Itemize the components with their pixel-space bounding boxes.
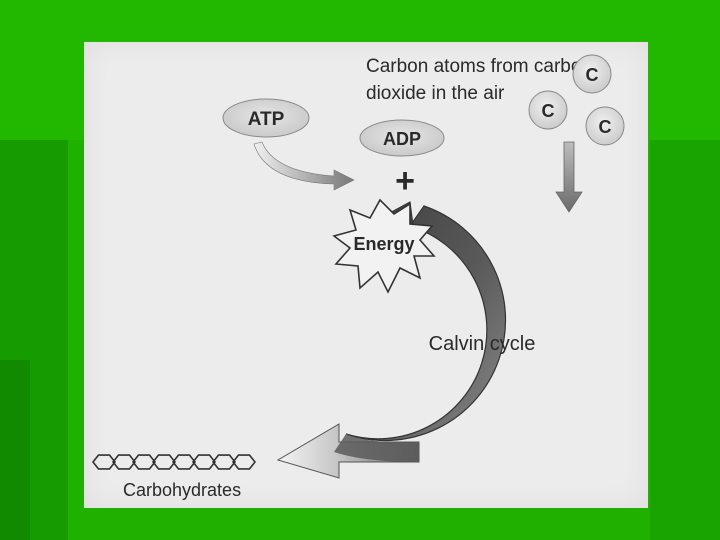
hexagon-unit <box>153 455 175 469</box>
hexagon-unit <box>113 455 135 469</box>
calvin-cycle-label: Calvin cycle <box>429 333 536 355</box>
background-band-left-lower <box>0 360 30 540</box>
adp-pill: ADP <box>360 120 444 156</box>
background-band-right <box>650 140 720 540</box>
hexagon-unit <box>193 455 215 469</box>
hexagon-unit <box>233 455 255 469</box>
atp-pill: ATP <box>223 99 309 137</box>
energy-label: Energy <box>353 234 414 254</box>
hexagon-unit <box>173 455 195 469</box>
carbon-atom-label: C <box>542 101 555 121</box>
carbon-atom-label: C <box>586 65 599 85</box>
carbon-atom-2: C <box>529 91 567 129</box>
carbon-atom-1: C <box>573 55 611 93</box>
co2-arrow <box>556 142 582 212</box>
hexagon-unit <box>213 455 235 469</box>
atp-arrow <box>254 142 354 190</box>
co2-caption-line1: Carbon atoms from carbon <box>366 56 592 77</box>
carbon-atom-label: C <box>599 117 612 137</box>
adp-label: ADP <box>383 129 421 149</box>
carbohydrate-chain-icon <box>93 455 255 469</box>
hexagon-unit <box>93 455 115 469</box>
hexagon-unit <box>133 455 155 469</box>
atp-label: ATP <box>248 109 285 130</box>
plus-sign: + <box>395 162 415 200</box>
diagram-card: ATP ADP + Energy Carbon atoms from carbo… <box>84 42 648 508</box>
carbon-atom-3: C <box>586 107 624 145</box>
carbohydrates-label: Carbohydrates <box>123 480 241 500</box>
co2-caption-line2: dioxide in the air <box>366 83 505 104</box>
calvin-cycle-diagram: ATP ADP + Energy Carbon atoms from carbo… <box>84 42 648 508</box>
